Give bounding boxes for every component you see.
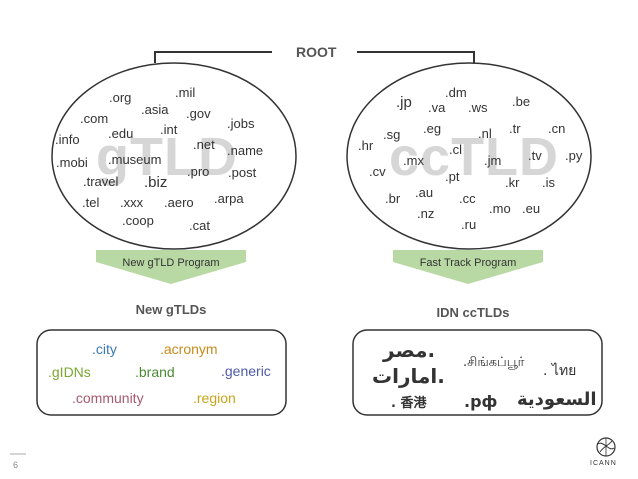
new-gtld-category: .region (193, 390, 236, 406)
cctld-domain: .hr (358, 138, 374, 153)
idn-cctld-uae: .امارات (372, 364, 445, 388)
new-gtld-category: .city (92, 341, 117, 357)
new-gtld-category: .gIDNs (48, 364, 91, 380)
gtld-domain: .com (80, 111, 109, 126)
cctld-domain: .kr (505, 175, 520, 190)
cctld-domain: .pt (445, 169, 460, 184)
new-gtld-category: .brand (135, 364, 175, 380)
gtld-domain: .info (55, 132, 80, 147)
new-gtld-program-label: New gTLD Program (122, 257, 220, 269)
cctld-domain: .ru (461, 217, 477, 232)
gtld-domain: .net (193, 137, 215, 152)
idn-cctlds-box (352, 329, 603, 416)
new-gtlds-heading: New gTLDs (135, 302, 207, 317)
gtld-domain: .arpa (214, 191, 244, 206)
icann-logo-icon (596, 437, 616, 457)
new-gtlds-box (36, 329, 287, 416)
cctld-domain: .mo (489, 201, 511, 216)
new-gtld-category: .generic (221, 363, 271, 379)
gtld-domain: .edu (108, 126, 134, 141)
cctld-domain: .cl (449, 142, 462, 157)
cctld-domain: .py (565, 148, 583, 163)
idn-cctld-singapore: .சிங்கப்பூர் (463, 355, 525, 370)
gtld-domain: .biz (144, 174, 168, 191)
idn-cctld-saudi: السعودية (517, 389, 597, 410)
gtld-domain: .post (228, 165, 257, 180)
cctld-domain: .eg (423, 121, 442, 136)
gtld-domain: .int (160, 122, 178, 137)
gtld-domain: .tel (82, 195, 100, 210)
cctld-domain: .ws (468, 100, 488, 115)
cctld-domain: .nl (478, 126, 492, 141)
new-gtld-program-arrow (96, 250, 246, 284)
cctld-watermark: ccTLD (389, 127, 560, 187)
root-bracket-right (357, 51, 475, 63)
cctld-domain: .nz (417, 206, 435, 221)
gtld-domain: .museum (108, 152, 162, 167)
icann-logo-text: ICANN (590, 460, 617, 467)
cctld-domain: .cv (369, 164, 386, 179)
gtld-domain: .coop (122, 213, 154, 228)
gtld-domain: .asia (141, 102, 169, 117)
page-number: 6 (13, 460, 19, 470)
gtld-domain: .org (109, 90, 132, 105)
cctld-domain: .sg (383, 127, 401, 142)
gtld-domain: .pro (187, 164, 210, 179)
cctld-domain: .is (542, 175, 555, 190)
gtld-domain: .travel (83, 174, 119, 189)
cctld-domain: .be (512, 94, 531, 109)
fast-track-program-label: Fast Track Program (419, 257, 517, 269)
gtld-domain: .name (227, 143, 264, 158)
gtld-domain: .cat (189, 218, 210, 233)
cctld-domain: .dm (445, 85, 467, 100)
gtld-domain: .mil (175, 85, 196, 100)
gtld-domain: .aero (164, 195, 194, 210)
cctld-domain: .cn (548, 121, 566, 136)
cctld-domain: .au (415, 185, 434, 200)
cctld-domain: .cc (459, 191, 476, 206)
gtld-ellipse (51, 62, 297, 250)
fast-track-program-arrow (393, 250, 543, 284)
gtld-domain: .xxx (120, 195, 144, 210)
cctld-domain: .jm (484, 153, 502, 168)
cctld-ellipse (346, 62, 592, 250)
root-label: ROOT (296, 44, 337, 60)
cctld-domain: .eu (522, 201, 541, 216)
new-gtld-category: .community (72, 390, 144, 406)
new-gtld-category: .acronym (160, 341, 218, 357)
gtld-domain: .jobs (227, 116, 255, 131)
root-bracket-left (154, 51, 272, 63)
idn-cctlds-heading: IDN ccTLDs (436, 305, 510, 320)
cctld-domain: .jp (396, 94, 412, 111)
cctld-domain: .tr (509, 121, 521, 136)
cctld-domain: .va (428, 100, 446, 115)
cctld-domain: .mx (403, 153, 424, 168)
cctld-domain: .tv (528, 148, 542, 163)
idn-cctld-russia: .рф (464, 392, 498, 411)
idn-cctld-egypt: .مصر (383, 338, 436, 362)
idn-cctld-thailand: . ไทย (543, 363, 577, 379)
idn-cctld-hongkong: . 香港 (391, 396, 427, 411)
gtld-domain: .mobi (56, 155, 88, 170)
gtld-watermark: gTLD (96, 127, 238, 187)
cctld-domain: .br (385, 191, 401, 206)
gtld-domain: .gov (186, 106, 211, 121)
